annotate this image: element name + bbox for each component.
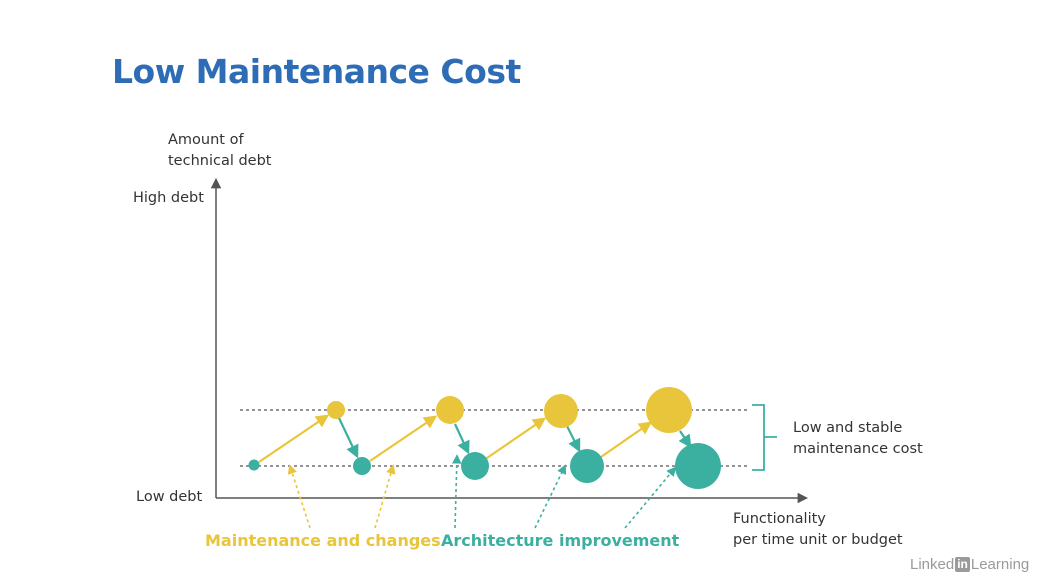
low-debt-node bbox=[353, 457, 371, 475]
accumulated-debt-node bbox=[646, 387, 692, 433]
low-debt-node bbox=[461, 452, 489, 480]
bracket-label: Low and stable maintenance cost bbox=[793, 418, 923, 460]
y-axis-label: Amount of technical debt bbox=[168, 130, 272, 172]
page-title: Low Maintenance Cost bbox=[112, 52, 521, 91]
accumulated-debt-node bbox=[544, 394, 578, 428]
architecture-arrow bbox=[678, 430, 692, 449]
x-axis-label: Functionality per time unit or budget bbox=[733, 509, 903, 551]
architecture-arrow bbox=[454, 423, 470, 455]
legend-architecture: Architecture improvement bbox=[441, 531, 680, 550]
high-debt-label: High debt bbox=[133, 190, 204, 206]
watermark-learning: Learning bbox=[970, 556, 1030, 573]
bracket-label-line2: maintenance cost bbox=[793, 441, 923, 457]
accumulated-debt-node bbox=[436, 396, 464, 424]
maintenance-arrow bbox=[369, 415, 438, 462]
y-axis-label-line2: technical debt bbox=[168, 153, 272, 169]
legend-pointer-maintenance bbox=[287, 464, 311, 529]
low-debt-node bbox=[570, 449, 604, 483]
low-debt-node bbox=[248, 459, 260, 471]
legend-pointer-architecture bbox=[451, 454, 462, 529]
maintenance-arrow bbox=[483, 417, 547, 461]
low-debt-node bbox=[675, 443, 721, 489]
legend-pointer-maintenance bbox=[374, 464, 396, 529]
legend-pointer-architecture bbox=[624, 466, 677, 529]
legend-pointer-architecture bbox=[534, 464, 566, 529]
accumulated-debt-node bbox=[327, 401, 345, 419]
low-debt-label: Low debt bbox=[136, 489, 203, 505]
maintenance-arrow bbox=[258, 414, 330, 463]
cost-bracket bbox=[752, 404, 777, 471]
architecture-arrow bbox=[566, 425, 581, 453]
watermark-in-box: in bbox=[955, 557, 970, 572]
linkedin-learning-logo: Linked in Learning bbox=[910, 556, 1029, 573]
x-axis-label-line1: Functionality bbox=[733, 511, 826, 527]
watermark-linked: Linked bbox=[910, 556, 955, 573]
x-axis-label-line2: per time unit or budget bbox=[733, 532, 903, 548]
architecture-arrow bbox=[338, 417, 359, 459]
legend-maintenance: Maintenance and changes bbox=[205, 531, 441, 550]
maintenance-arrow bbox=[600, 421, 653, 458]
y-axis-label-line1: Amount of bbox=[168, 132, 244, 148]
bracket-label-line1: Low and stable bbox=[793, 420, 903, 436]
